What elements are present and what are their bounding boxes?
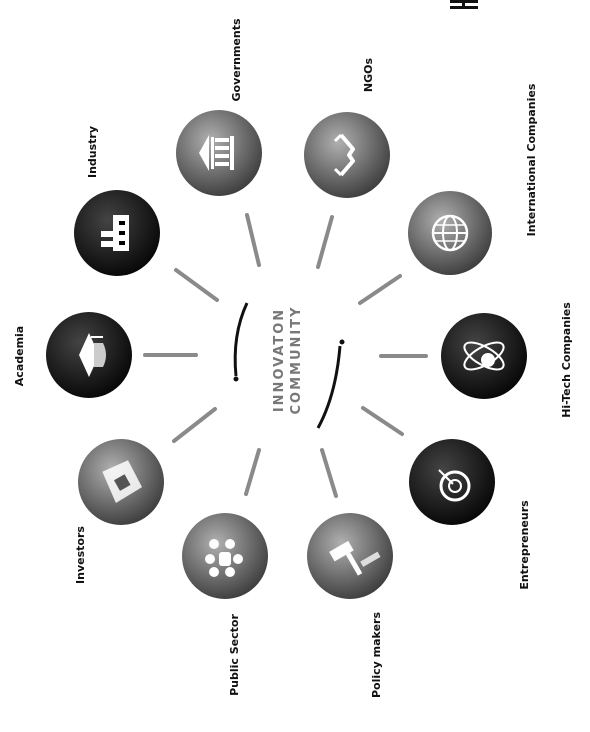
graduation-cap-icon xyxy=(79,333,106,377)
handshake-icon xyxy=(333,133,355,177)
node-policy[interactable]: Policy makers xyxy=(307,513,393,698)
label-academia: Academia xyxy=(13,326,26,386)
center-dot-left xyxy=(233,376,239,382)
label-entrepreneurs: Entrepreneurs xyxy=(518,500,531,590)
spoke-investors xyxy=(172,407,217,443)
center-arc-left xyxy=(233,302,249,377)
label-investors: Investors xyxy=(74,526,87,584)
government-building-icon xyxy=(199,135,234,171)
spokes xyxy=(143,213,428,498)
spoke-international xyxy=(358,274,402,305)
node-governments[interactable]: Governments xyxy=(176,18,262,196)
node-international[interactable]: International Companies xyxy=(408,83,538,275)
people-icon xyxy=(205,539,243,577)
center-title-line1: INNOVATON xyxy=(272,308,287,412)
node-governments-circle xyxy=(176,110,262,196)
node-investors[interactable]: Investors xyxy=(74,439,164,584)
node-ngos[interactable]: NGOs xyxy=(304,57,390,198)
node-entrepreneurs[interactable]: Entrepreneurs xyxy=(409,439,531,590)
factory-icon xyxy=(101,215,129,251)
node-hitech[interactable]: Hi-Tech Companies xyxy=(441,302,573,418)
center-dot-right xyxy=(339,339,345,345)
globe-icon xyxy=(431,214,469,252)
label-public: Public Sector xyxy=(228,614,241,696)
target-icon xyxy=(438,469,471,502)
spoke-public xyxy=(244,448,261,496)
spoke-ngos xyxy=(316,215,334,269)
center-arc-right xyxy=(316,345,342,429)
label-governments: Governments xyxy=(230,18,243,101)
money-bag-icon xyxy=(102,460,143,504)
spoke-entrepreneurs xyxy=(361,406,404,436)
node-industry[interactable]: Industry xyxy=(74,126,160,276)
label-industry: Industry xyxy=(86,126,99,178)
label-ngos: NGOs xyxy=(362,57,375,92)
label-hitech: Hi-Tech Companies xyxy=(560,302,573,418)
node-academia[interactable]: Academia xyxy=(13,312,132,398)
label-policy: Policy makers xyxy=(370,612,383,698)
label-international: International Companies xyxy=(525,83,538,236)
center-hub: INNOVATON COMMUNITY xyxy=(233,302,345,429)
atom-icon xyxy=(463,341,505,371)
spoke-industry xyxy=(174,268,219,302)
spoke-governments xyxy=(245,213,261,267)
center-title-line2: COMMUNITY xyxy=(289,305,304,414)
node-public[interactable]: Public Sector xyxy=(182,513,268,696)
spoke-policy xyxy=(320,448,338,498)
corner-mark xyxy=(450,0,478,9)
gavel-icon xyxy=(329,540,381,576)
